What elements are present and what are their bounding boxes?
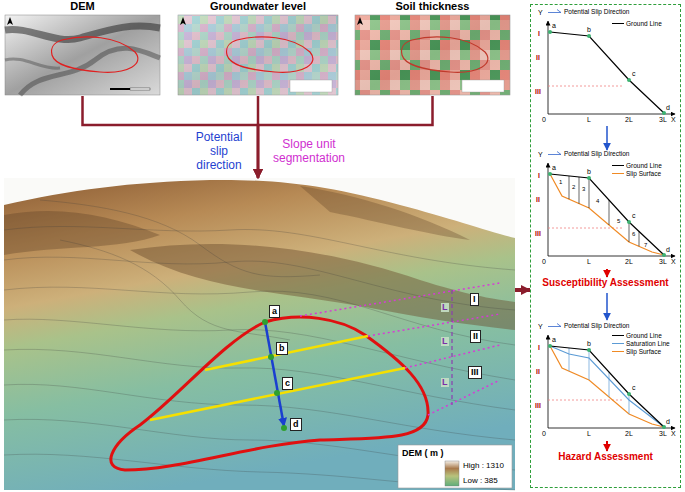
length-label: L bbox=[441, 337, 449, 346]
point-label: c bbox=[282, 377, 293, 390]
flow-arrow bbox=[515, 288, 530, 292]
point-label: c bbox=[632, 212, 636, 219]
axis-label: Y bbox=[538, 323, 543, 330]
legend-label: Slip Surface bbox=[626, 348, 661, 355]
slice-number: 5 bbox=[617, 218, 620, 224]
axis-tick: 3L bbox=[659, 116, 667, 123]
zone-label: I bbox=[538, 172, 540, 179]
point-label: a bbox=[552, 164, 556, 171]
point-label: d bbox=[666, 246, 670, 253]
legend-label: Potential Slip Direction bbox=[564, 150, 629, 157]
slice-number: 1 bbox=[559, 179, 562, 185]
axis-tick: 2L bbox=[625, 116, 633, 123]
slice-number: 3 bbox=[582, 186, 585, 192]
axis-label: X bbox=[671, 116, 676, 123]
slice-number: 6 bbox=[632, 231, 635, 237]
legend-label: Ground Line bbox=[626, 20, 662, 27]
zone-label: III bbox=[535, 230, 541, 237]
legend-label: Slip Surface bbox=[626, 170, 661, 177]
axis-tick: 2L bbox=[625, 430, 633, 437]
axis-tick: L bbox=[587, 116, 591, 123]
point-label: d bbox=[290, 418, 302, 431]
point-label: a bbox=[269, 305, 280, 318]
step-label: Slope unit segmentation bbox=[266, 137, 352, 165]
legend-label: Potential Slip Direction bbox=[564, 322, 629, 329]
flow-arrow bbox=[258, 96, 433, 178]
profile-drawings bbox=[548, 10, 675, 452]
axis-tick: 3L bbox=[659, 258, 667, 265]
step-label: Potential slip direction bbox=[188, 130, 250, 172]
assessment-label: Hazard Assessment bbox=[530, 452, 681, 462]
legend-label: Saturation Line bbox=[626, 340, 670, 347]
axis-label: Y bbox=[538, 151, 543, 158]
groundwater-map bbox=[178, 15, 338, 95]
map-panel: Soil thickness bbox=[355, 1, 510, 96]
zone-label: II bbox=[536, 54, 540, 61]
axis-label: X bbox=[671, 430, 676, 437]
flow-arrow bbox=[83, 96, 259, 178]
legend-title: DEM ( m ) bbox=[402, 449, 444, 458]
legend-value: Low : 385 bbox=[463, 477, 498, 485]
zone-label: I bbox=[538, 30, 540, 37]
point-label: b bbox=[276, 342, 288, 355]
soil-thickness-map bbox=[355, 15, 510, 95]
panel-title: Soil thickness bbox=[355, 1, 510, 12]
axis-tick: 0 bbox=[542, 430, 546, 437]
analysis-panel: Susceptibility AssessmentHazard Assessme… bbox=[530, 4, 681, 488]
point-label: b bbox=[587, 168, 591, 175]
map-panel: DEM bbox=[5, 1, 160, 96]
axis-tick: L bbox=[587, 258, 591, 265]
zone-label: I bbox=[538, 344, 540, 351]
panel-title: Groundwater level bbox=[178, 1, 338, 12]
length-label: L bbox=[441, 378, 449, 387]
axis-tick: 2L bbox=[625, 258, 633, 265]
terrain-3d bbox=[4, 178, 515, 490]
legend-label: Ground Line bbox=[626, 162, 662, 169]
slice-number: 2 bbox=[572, 184, 575, 190]
map-panel: Groundwater level bbox=[178, 1, 338, 96]
profile-chart: YabcdIIIIII0L2L3LX bbox=[534, 322, 680, 440]
zone-label: III bbox=[535, 402, 541, 409]
flow-arrow bbox=[606, 126, 608, 150]
axis-tick: 0 bbox=[542, 116, 546, 123]
legend-label: Potential Slip Direction bbox=[564, 8, 629, 15]
legend-label: Ground Line bbox=[626, 332, 662, 339]
terrain-panel: abcdIIIIIILLLDEM ( m )High : 1310Low : 3… bbox=[4, 178, 515, 490]
panel-title: DEM bbox=[5, 1, 160, 12]
zone-label: III bbox=[535, 88, 541, 95]
length-label: L bbox=[441, 303, 449, 312]
point-label: d bbox=[666, 418, 670, 425]
point-label: d bbox=[666, 104, 670, 111]
slice-number: 7 bbox=[644, 242, 647, 248]
axis-label: X bbox=[671, 258, 676, 265]
axis-tick: 3L bbox=[659, 430, 667, 437]
assessment-label: Susceptibility Assessment bbox=[530, 278, 681, 288]
zone-label: II bbox=[536, 368, 540, 375]
dem-map bbox=[5, 15, 160, 95]
point-label: b bbox=[587, 340, 591, 347]
zone-label: II bbox=[536, 196, 540, 203]
zone-label: I bbox=[470, 293, 479, 306]
legend-value: High : 1310 bbox=[463, 462, 504, 470]
point-label: c bbox=[632, 70, 636, 77]
point-label: a bbox=[552, 336, 556, 343]
axis-tick: 0 bbox=[542, 258, 546, 265]
point-label: c bbox=[632, 384, 636, 391]
zone-label: III bbox=[468, 366, 482, 379]
point-label: a bbox=[552, 22, 556, 29]
zone-label: II bbox=[470, 330, 481, 343]
axis-tick: L bbox=[587, 430, 591, 437]
point-label: b bbox=[587, 26, 591, 33]
slice-number: 4 bbox=[596, 198, 599, 204]
axis-label: Y bbox=[538, 9, 543, 16]
